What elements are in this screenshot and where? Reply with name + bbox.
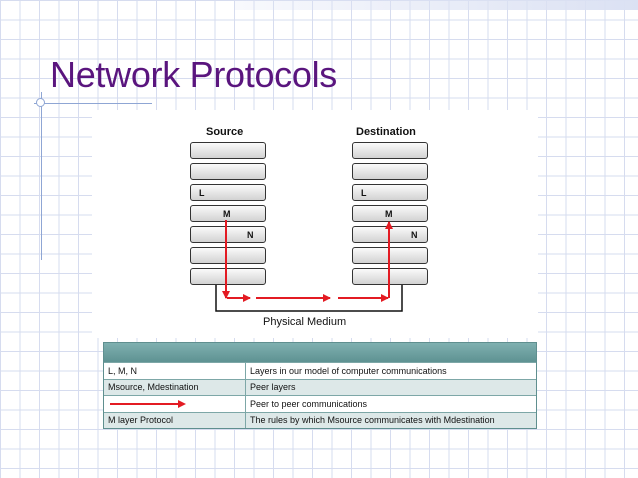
legend-meaning: Peer to peer communications — [250, 398, 368, 409]
destination-layer-l-label: L — [361, 188, 367, 198]
source-layer-2 — [190, 163, 266, 180]
source-layer-n-label: N — [247, 230, 254, 240]
legend-meaning: Layers in our model of computer communic… — [250, 365, 447, 376]
legend-meaning: The rules by which Msource communicates … — [250, 415, 495, 426]
physical-medium-link — [215, 285, 403, 312]
legend-table: L, M, N Layers in our model of computer … — [103, 342, 537, 429]
destination-label: Destination — [356, 126, 416, 138]
red-arrow-icon — [110, 399, 186, 408]
legend-row: L, M, N Layers in our model of computer … — [104, 362, 536, 379]
legend-term: L, M, N — [104, 363, 246, 379]
legend-row: Msource, Mdestination Peer layers — [104, 378, 536, 395]
title-side-rule — [41, 92, 42, 260]
destination-layer-1 — [352, 142, 428, 159]
source-layer-l-label: L — [199, 188, 205, 198]
destination-layer-m-label: M — [385, 209, 393, 219]
slide-title: Network Protocols — [50, 54, 337, 95]
source-layer-m: M — [190, 205, 266, 222]
source-label: Source — [206, 126, 244, 138]
diagram-panel — [92, 110, 538, 338]
top-decorative-band — [235, 0, 638, 10]
legend-term: M layer Protocol — [104, 412, 246, 428]
title-underline — [34, 103, 152, 104]
source-layer-7 — [190, 268, 266, 285]
destination-layer-l: L — [352, 184, 428, 201]
destination-layer-n-label: N — [411, 230, 418, 240]
source-layer-n: N — [190, 226, 266, 243]
source-layer-6 — [190, 247, 266, 264]
source-layer-m-label: M — [223, 209, 231, 219]
destination-layer-2 — [352, 163, 428, 180]
title-rule-dot — [36, 98, 45, 107]
source-layer-1 — [190, 142, 266, 159]
legend-row: M layer Protocol The rules by which Msou… — [104, 411, 536, 428]
legend-term: Msource, Mdestination — [104, 379, 246, 395]
physical-medium-label: Physical Medium — [263, 316, 347, 328]
legend-header — [104, 343, 536, 362]
source-layer-l: L — [190, 184, 266, 201]
legend-row: Peer to peer communications — [104, 395, 536, 412]
legend-term — [104, 396, 246, 412]
legend-meaning: Peer layers — [250, 382, 296, 393]
